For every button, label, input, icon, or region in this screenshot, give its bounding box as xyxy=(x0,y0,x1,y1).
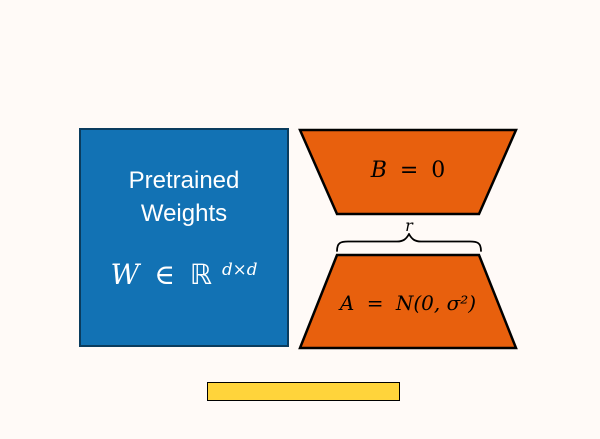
b-equals: = xyxy=(399,158,419,183)
a-distribution-symbol: N xyxy=(395,291,414,315)
a-distribution-args: (0, σ²) xyxy=(413,291,477,315)
pretrained-weights-box: Pretrained Weights W ∈ ℝ d×d xyxy=(79,128,289,347)
b-var: B xyxy=(370,158,387,183)
pretrained-label-line1: Pretrained xyxy=(128,167,240,194)
pretrained-label-line2: Weights xyxy=(140,200,228,227)
weight-var: W xyxy=(110,258,140,291)
rank-label: r xyxy=(405,216,413,235)
weight-matrix-formula: W ∈ ℝ d×d xyxy=(111,258,258,291)
a-var: A xyxy=(339,291,355,315)
lora-a-label: A = N(0, σ²) xyxy=(298,291,518,315)
input-vector-bar xyxy=(207,382,400,401)
b-value: 0 xyxy=(431,158,446,183)
a-equals: = xyxy=(366,291,384,315)
rank-brace xyxy=(336,233,482,252)
rank-brace-svg xyxy=(336,233,482,252)
element-of-symbol: ∈ xyxy=(154,258,175,291)
lora-a-trapezoid-svg xyxy=(298,253,518,350)
lora-b-trapezoid xyxy=(298,128,518,216)
dimension-superscript: d×d xyxy=(221,258,258,279)
lora-b-trapezoid-svg xyxy=(298,128,518,216)
lora-a-trapezoid xyxy=(298,253,518,350)
pretrained-weights-label: Pretrained Weights xyxy=(129,164,240,230)
lora-b-label: B = 0 xyxy=(298,158,518,183)
real-numbers-symbol: ℝ xyxy=(189,258,213,291)
